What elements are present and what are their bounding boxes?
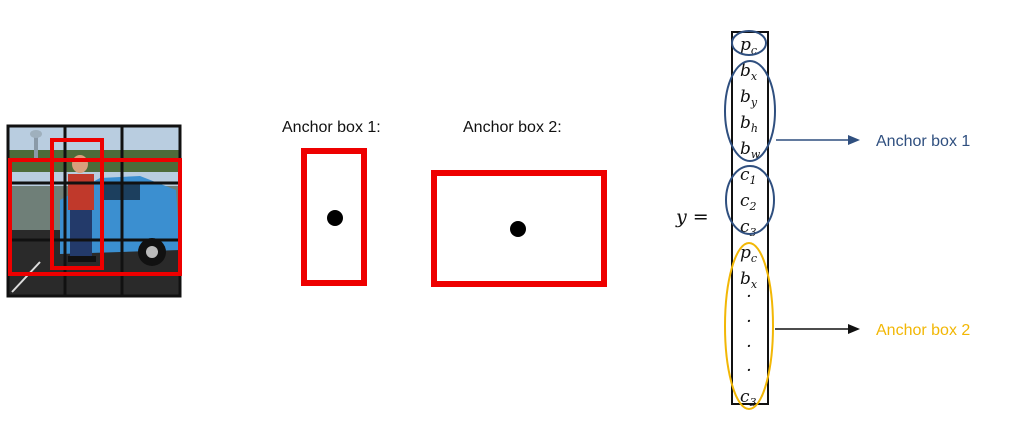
photo-person-torso — [68, 174, 94, 210]
anchor-box-2-shape — [431, 170, 607, 287]
photo-person-legs — [70, 210, 92, 258]
photo-tower-top — [30, 130, 42, 138]
vector-entry: bx — [740, 61, 758, 83]
bbox-car — [8, 158, 182, 276]
vector-entry: c2 — [740, 191, 757, 213]
vector-entry: · — [746, 337, 751, 357]
photo-tower-leg — [34, 136, 38, 158]
bbox-person — [50, 138, 104, 270]
anchor-box-1-label: Anchor box 1: — [282, 119, 381, 136]
vector-entry: · — [746, 312, 751, 332]
vector-entry: · — [746, 361, 751, 381]
annotation-anchor-2: Anchor box 2 — [876, 322, 970, 339]
photo-person-head — [72, 155, 88, 173]
vector-entry: c3 — [740, 217, 757, 239]
arrow-anchor-2-head — [848, 324, 860, 334]
photo-car-window — [100, 182, 140, 200]
photo-car-hub — [146, 246, 158, 258]
vector-entry: · — [746, 287, 751, 307]
group-classes-1-ellipse — [725, 165, 775, 235]
anchor-box-2-label: Anchor box 2: — [463, 119, 562, 136]
annotation-anchor-1: Anchor box 1 — [876, 133, 970, 150]
arrow-anchor-1-head — [848, 135, 860, 145]
photo-parking-line — [11, 261, 41, 293]
photo-person-shoes — [68, 256, 96, 262]
group-anchor-2-ellipse — [724, 242, 774, 410]
group-pc-1-ellipse — [731, 30, 767, 56]
vector-entry: bh — [740, 113, 758, 135]
group-bbox-1-ellipse — [724, 60, 776, 162]
photo-grid — [6, 124, 182, 298]
vector-entry: by — [740, 87, 758, 109]
anchor-box-1-shape — [301, 148, 367, 286]
anchor-box-2-center-dot — [510, 221, 526, 237]
vector-lhs: y = — [675, 206, 709, 228]
anchor-box-1-center-dot — [327, 210, 343, 226]
